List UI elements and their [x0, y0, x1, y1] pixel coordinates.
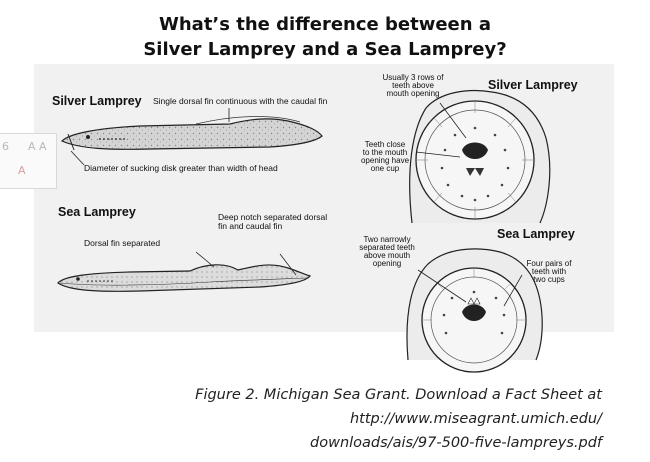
two-teeth-note: Two narrowly separated teeth above mouth… — [359, 235, 415, 268]
single-dorsal-fin-note: Single dorsal fin continuous with the ca… — [153, 96, 328, 106]
silver-lamprey-body — [60, 116, 323, 151]
sucking-disk-note: Diameter of sucking disk greater than wi… — [84, 163, 278, 173]
deep-notch-note: Deep notch separated dorsal fin and caud… — [218, 212, 328, 231]
caption-url-line-2[interactable]: downloads/ais/97-500-five-lampreys.pdf — [310, 435, 602, 451]
figure-caption: Figure 2. Michigan Sea Grant. Download a… — [195, 383, 602, 455]
caption-line-1: Figure 2. Michigan Sea Grant. Download a… — [195, 387, 602, 403]
pairs-pointer — [503, 274, 523, 307]
dorsal-fin-separated-note: Dorsal fin separated — [84, 238, 161, 248]
ghost-font-size: 6 — [2, 140, 9, 153]
four-pairs-note: Four pairs of teeth with two cups — [526, 259, 572, 284]
sea-lamprey-mouth-label: Sea Lamprey — [497, 227, 575, 241]
rows-pointer — [439, 102, 467, 139]
one-cup-note: Teeth close to the mouth opening have on… — [360, 140, 410, 173]
ghost-toolbar: 6 A A A — [0, 133, 57, 189]
dorsal-pointer — [195, 251, 215, 268]
sea-lamprey-body — [57, 264, 312, 292]
cup-pointer — [415, 151, 461, 158]
silver-lamprey-mouth — [409, 89, 551, 224]
sea-lamprey-label: Sea Lamprey — [58, 205, 136, 219]
three-rows-note: Usually 3 rows of teeth above mouth open… — [382, 73, 444, 98]
title-line-1: What’s the difference between a — [159, 14, 491, 35]
title-line-2: Silver Lamprey and a Sea Lamprey? — [143, 39, 507, 60]
notch-pointer — [279, 253, 297, 276]
silver-lamprey-label: Silver Lamprey — [52, 94, 142, 108]
sea-lamprey-mouth — [406, 248, 543, 373]
ghost-font-color: A — [18, 164, 26, 177]
disk-pointer — [70, 150, 85, 166]
caption-url-line-1[interactable]: http://www.miseagrant.umich.edu/ — [349, 411, 602, 427]
ghost-font-letters: A A — [28, 140, 47, 153]
figure-title: What’s the difference between a Silver L… — [0, 12, 650, 62]
silver-lamprey-mouth-label: Silver Lamprey — [488, 78, 578, 92]
teeth-pointer — [417, 269, 467, 303]
